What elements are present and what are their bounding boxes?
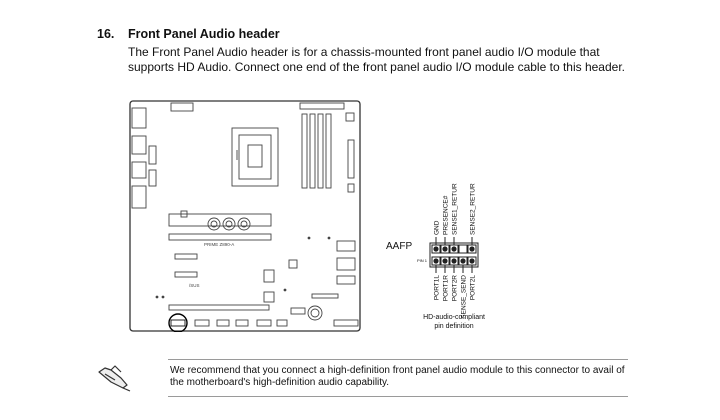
- note-bottom-rule: [168, 396, 628, 397]
- connector-label: AAFP: [386, 241, 413, 252]
- caption-line-1: HD-audio-compliant: [423, 314, 485, 321]
- pin-label-sense1-return: SENSE1_RETUR: [452, 183, 459, 235]
- pin-label-port1r: PORT1R: [443, 275, 450, 302]
- section-title: Front Panel Audio header: [128, 27, 280, 41]
- section-number: 16.: [97, 27, 115, 41]
- pin-definition-caption: HD-audio-compliant pin definition: [402, 313, 506, 331]
- pin-label-gnd: GND: [434, 220, 441, 235]
- note-text: We recommend that you connect a high-def…: [170, 365, 625, 388]
- note-top-rule: [168, 359, 628, 360]
- section-description: The Front Panel Audio header is for a ch…: [128, 45, 625, 74]
- pin-header-diagram: GND PRESENCE# SENSE1_RETUR SENSE2_RETUR …: [429, 183, 479, 319]
- pin1-label: PIN 1: [417, 258, 428, 263]
- pin-label-sense-send: SENSE_SEND: [461, 275, 468, 319]
- pin-label-port2l: PORT2L: [470, 275, 477, 301]
- brand-mark: /SUS: [189, 283, 200, 288]
- caption-line-2: pin definition: [434, 323, 474, 330]
- pin-label-presence: PRESENCE#: [443, 195, 450, 235]
- pin-label-port1l: PORT1L: [434, 275, 441, 301]
- board-model-label: PRIME Z890-A: [204, 242, 234, 247]
- pin-label-port2r: PORT2R: [452, 275, 459, 302]
- writing-hand-icon: [98, 365, 131, 392]
- pin-label-sense2-return: SENSE2_RETUR: [470, 183, 477, 235]
- motherboard-diagram: PRIME Z890-A /SUS: [129, 100, 361, 332]
